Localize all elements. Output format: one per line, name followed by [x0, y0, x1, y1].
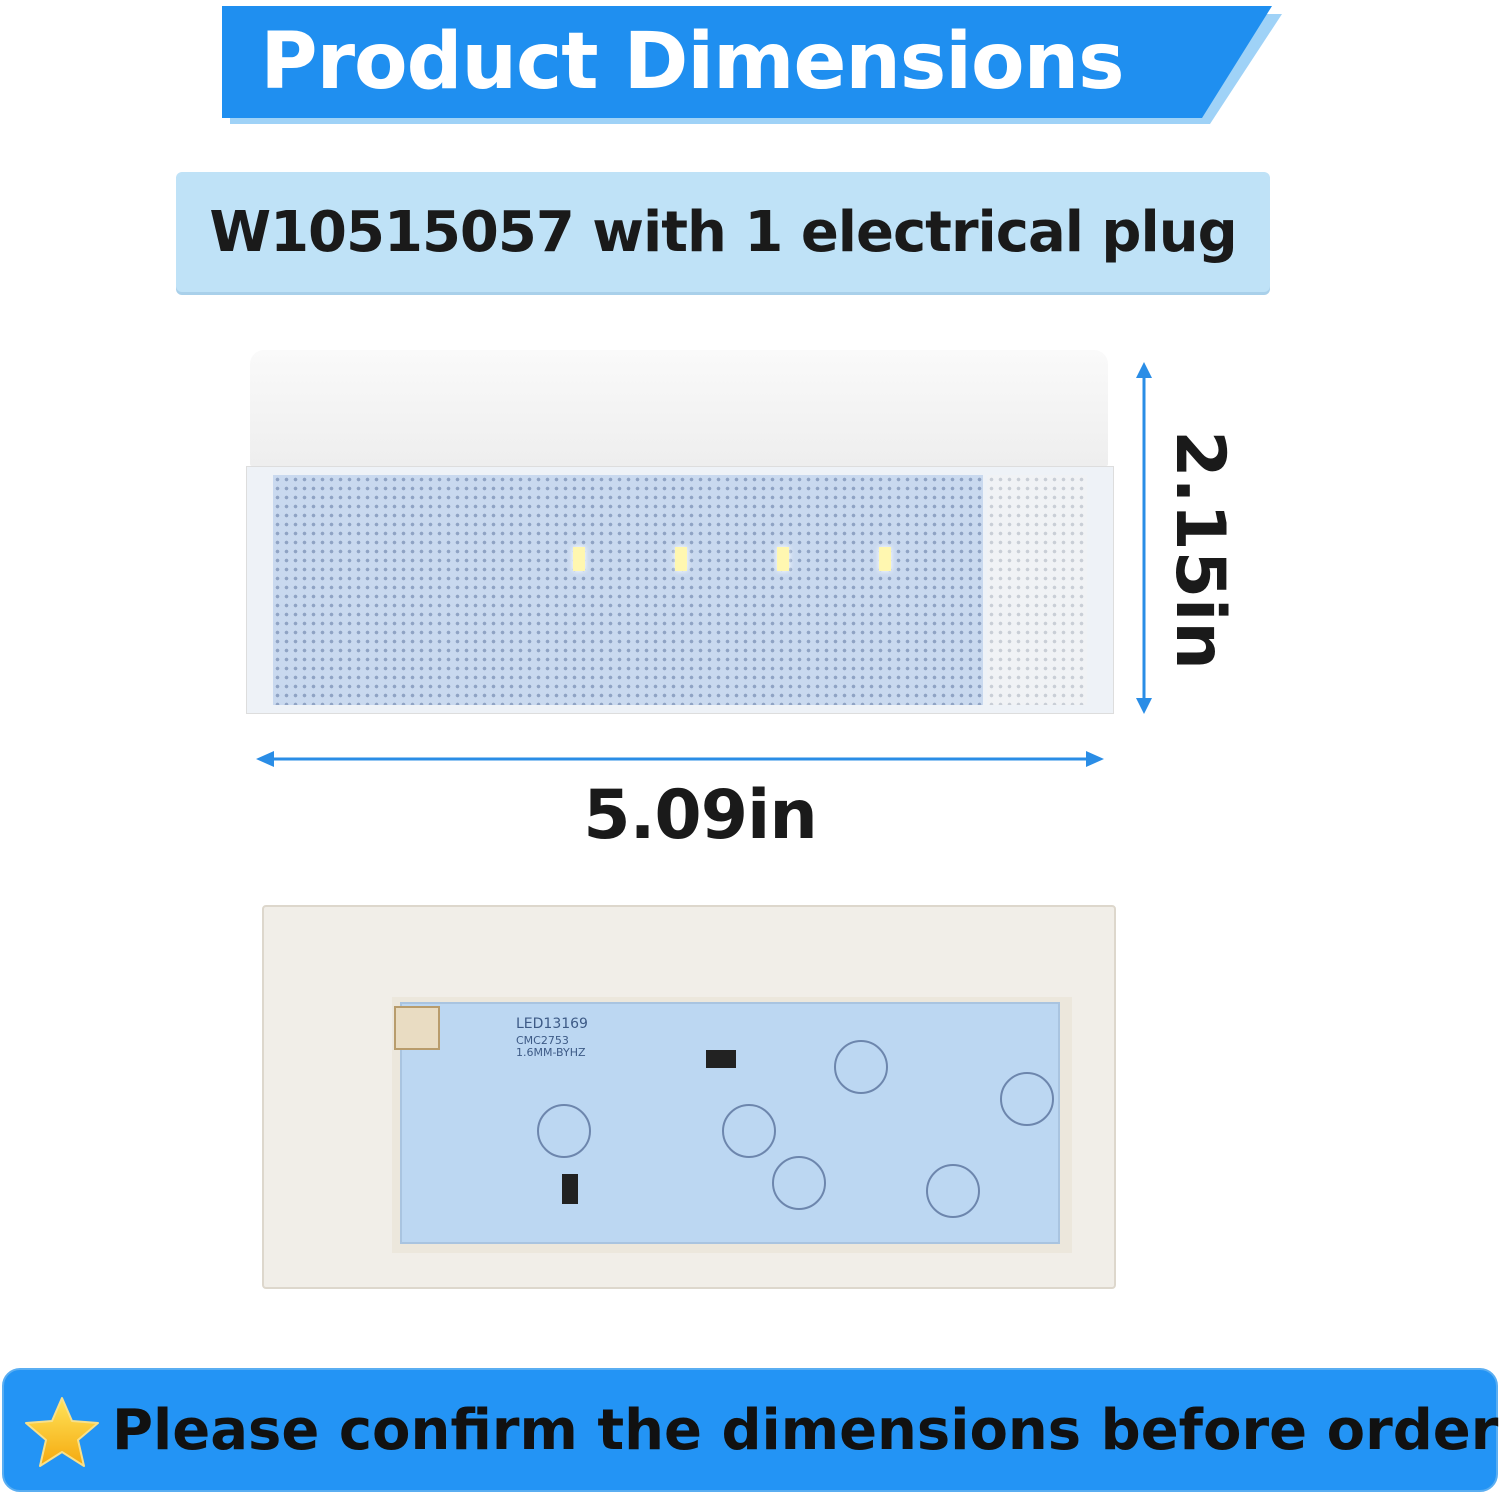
height-dimension-label: 2.15in — [1160, 430, 1240, 670]
height-dimension-arrow — [1136, 362, 1152, 714]
led-light — [675, 547, 687, 571]
circuit-board: LED13169 CMC2753 1.6MM-BYHZ — [400, 1002, 1060, 1244]
lamp-cover-top — [250, 350, 1108, 466]
footer-notice: Please confirm the dimensions before ord… — [112, 1397, 1499, 1463]
led-light — [777, 547, 789, 571]
capacitor — [537, 1104, 591, 1158]
page-title: Product Dimensions — [260, 17, 1124, 107]
capacitor — [1000, 1072, 1054, 1126]
inductor — [772, 1156, 826, 1210]
led-light — [879, 547, 891, 571]
model-subtitle: W10515057 with 1 electrical plug — [176, 172, 1270, 292]
width-dimension-label: 5.09in — [583, 775, 818, 855]
capacitor — [834, 1040, 888, 1094]
led-light — [573, 547, 585, 571]
title-banner: Product Dimensions — [222, 6, 1282, 124]
lamp-lens — [246, 466, 1114, 714]
led-light-product-front — [246, 350, 1114, 714]
inductor — [926, 1164, 980, 1218]
title-banner-shape — [222, 6, 1282, 124]
star-icon — [25, 1397, 99, 1467]
diode — [562, 1174, 578, 1204]
pcb-label: LED13169 — [516, 1016, 588, 1032]
lamp-lens-texture — [273, 475, 983, 705]
capacitor — [722, 1104, 776, 1158]
pcb-label: 1.6MM-BYHZ — [516, 1046, 586, 1059]
electrical-plug-connector — [394, 1006, 440, 1050]
lamp-lens-texture — [987, 475, 1087, 705]
width-dimension-arrow — [256, 751, 1104, 767]
footer-banner: Please confirm the dimensions before ord… — [2, 1368, 1498, 1492]
diode — [706, 1050, 736, 1068]
pcb-label: CMC2753 — [516, 1034, 569, 1047]
